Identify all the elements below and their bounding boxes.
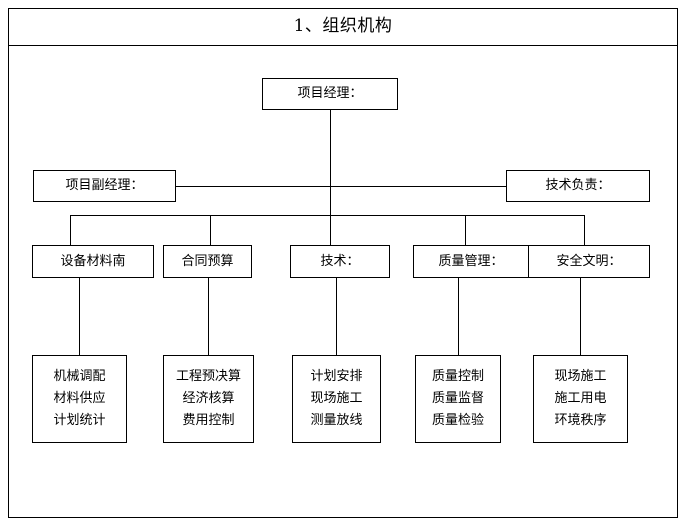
node-technology-duties-line2: 现场施工 xyxy=(310,391,363,406)
node-quality-management[interactable]: 质量管理： xyxy=(413,245,529,278)
node-contract-budget-duties-line1: 工程预决算 xyxy=(175,369,241,384)
connector-technology-to-duties xyxy=(336,278,337,355)
node-safety-duties-line1: 现场施工 xyxy=(554,369,607,384)
connector-drop-safety-civilization xyxy=(584,215,585,245)
connector-drop-contract-budget xyxy=(210,215,211,245)
node-technology-label: 技术： xyxy=(320,253,360,269)
node-safety-duties-line3: 环境秩序 xyxy=(554,413,607,428)
document-border xyxy=(8,8,678,518)
node-safety-civilization[interactable]: 安全文明： xyxy=(528,245,650,278)
connector-safety-to-duties xyxy=(580,278,581,355)
connector-level3-bus xyxy=(70,215,584,216)
connector-drop-equipment-materials xyxy=(70,215,71,245)
node-equipment-materials-label: 设备材料南 xyxy=(60,253,126,269)
node-quality-management-label: 质量管理： xyxy=(438,253,504,269)
node-equipment-materials-duties-line2: 材料供应 xyxy=(53,391,106,406)
node-technical-director[interactable]: 技术负责： xyxy=(506,170,650,202)
node-technology-duties[interactable]: 计划安排 现场施工 测量放线 xyxy=(292,355,381,443)
node-equipment-materials-duties-line3: 计划统计 xyxy=(53,413,106,428)
connector-drop-quality-management xyxy=(465,215,466,245)
connector-equipment-materials-to-duties xyxy=(79,278,80,355)
connector-drop-technology xyxy=(330,215,331,245)
node-contract-budget-duties[interactable]: 工程预决算 经济核算 费用控制 xyxy=(163,355,254,443)
node-technology-duties-line1: 计划安排 xyxy=(310,369,363,384)
node-project-manager[interactable]: 项目经理： xyxy=(262,78,398,110)
node-equipment-materials-duties[interactable]: 机械调配 材料供应 计划统计 xyxy=(32,355,127,443)
node-project-manager-label: 项目经理： xyxy=(297,86,363,101)
connector-quality-to-duties xyxy=(458,278,459,355)
node-quality-duties-line1: 质量控制 xyxy=(431,369,484,384)
node-technology[interactable]: 技术： xyxy=(290,245,390,278)
connector-level2-bus xyxy=(176,186,506,187)
node-equipment-materials[interactable]: 设备材料南 xyxy=(32,245,154,278)
connector-pm-down xyxy=(330,110,331,186)
node-equipment-materials-duties-line1: 机械调配 xyxy=(53,369,106,384)
node-quality-duties-line2: 质量监督 xyxy=(431,391,484,406)
node-deputy-project-manager[interactable]: 项目副经理： xyxy=(33,170,176,202)
node-safety-duties-line2: 施工用电 xyxy=(554,391,607,406)
node-contract-budget[interactable]: 合同预算 xyxy=(163,245,252,278)
page-title: 1、组织机构 xyxy=(293,16,393,36)
node-deputy-project-manager-label: 项目副经理： xyxy=(65,178,144,193)
title-band: 1、组织机构 xyxy=(8,8,678,46)
node-technology-duties-line3: 测量放线 xyxy=(310,413,363,428)
node-quality-duties-line3: 质量检验 xyxy=(431,413,484,428)
node-contract-budget-duties-line2: 经济核算 xyxy=(182,391,235,406)
node-quality-duties[interactable]: 质量控制 质量监督 质量检验 xyxy=(415,355,501,443)
connector-center-to-level3-bus xyxy=(330,186,331,215)
node-safety-civilization-label: 安全文明： xyxy=(556,253,622,269)
node-contract-budget-duties-line3: 费用控制 xyxy=(182,413,235,428)
node-contract-budget-label: 合同预算 xyxy=(181,253,234,269)
node-technical-director-label: 技术负责： xyxy=(545,178,611,193)
node-safety-duties[interactable]: 现场施工 施工用电 环境秩序 xyxy=(533,355,628,443)
connector-contract-budget-to-duties xyxy=(208,278,209,355)
